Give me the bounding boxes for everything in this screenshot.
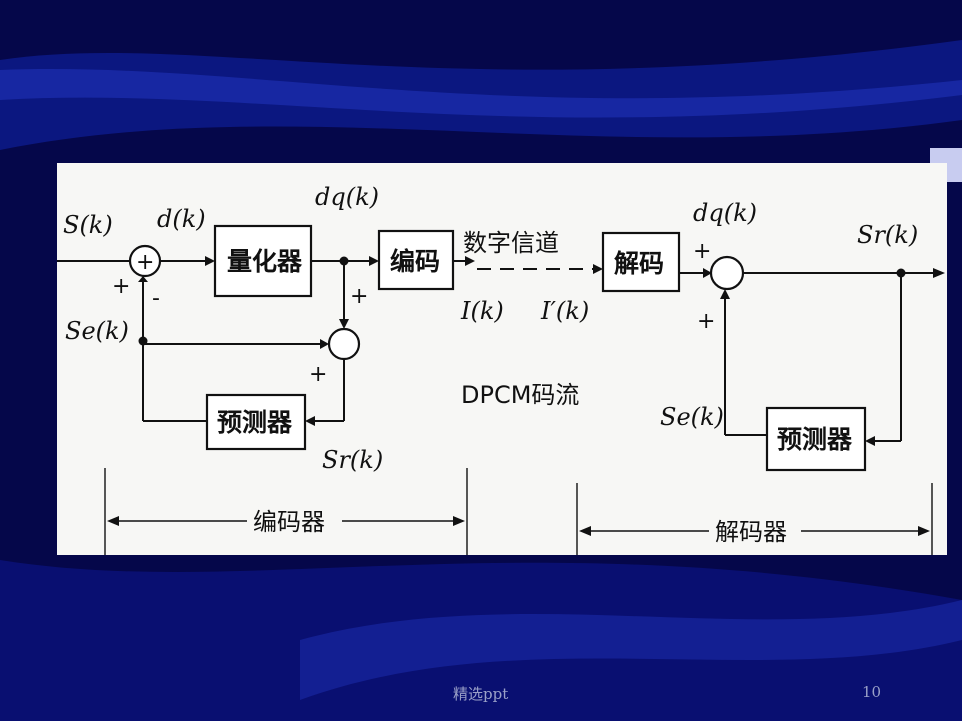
encoder-block bbox=[377, 229, 455, 291]
decoder-predictor-label: 预测器 bbox=[777, 425, 853, 454]
diff-arrow bbox=[205, 256, 215, 266]
dq-to-adder-arrow bbox=[339, 319, 349, 329]
footer-text: 精选ppt bbox=[453, 685, 509, 703]
page-number: 10 bbox=[862, 683, 882, 701]
adder-left-plus: + bbox=[309, 362, 327, 387]
quantizer-block bbox=[213, 224, 313, 298]
dpcm-diagram-figure: + 量化器 编码 + + - bbox=[57, 163, 947, 555]
subtractor-minus: - bbox=[152, 286, 160, 311]
sr-to-predictor-arrow bbox=[305, 416, 315, 426]
se-decoder-label: Se(k) bbox=[660, 403, 724, 431]
digital-channel-label: 数字信道 bbox=[463, 229, 559, 257]
quantized-arrow bbox=[369, 256, 379, 266]
decoder-top-plus: + bbox=[693, 239, 711, 264]
difference-label: d(k) bbox=[157, 205, 206, 233]
dpcm-block-diagram: + 量化器 编码 + + - bbox=[57, 183, 945, 555]
input-plus-sign: + bbox=[112, 274, 130, 299]
output-signal-label: Sr(k) bbox=[857, 221, 918, 249]
code-out-label: I(k) bbox=[460, 297, 504, 325]
se-to-subtractor-arrow bbox=[138, 276, 148, 282]
adder-top-plus: + bbox=[350, 284, 368, 309]
dq-encoder-label: dq(k) bbox=[315, 183, 379, 211]
code-in-label: I′(k) bbox=[540, 297, 589, 325]
decoder-label: 解码 bbox=[614, 249, 664, 278]
encoder-adder-junction bbox=[327, 327, 361, 361]
decoder-block bbox=[601, 231, 681, 293]
output-arrow bbox=[933, 268, 945, 278]
encoder-out-arrow bbox=[465, 256, 475, 266]
junction-plus-sign: + bbox=[136, 250, 154, 275]
encoder-section-label: 编码器 bbox=[253, 508, 325, 536]
encoder-span-left-arrow bbox=[107, 516, 119, 526]
encoder-label: 编码 bbox=[390, 247, 440, 276]
decoder-section-label: 解码器 bbox=[715, 518, 787, 546]
encoder-span-right-arrow bbox=[453, 516, 465, 526]
quantizer-label: 量化器 bbox=[227, 247, 303, 276]
decoder-span-right-arrow bbox=[918, 526, 930, 536]
se-to-adder-arrow bbox=[320, 339, 329, 349]
se-encoder-label: Se(k) bbox=[65, 317, 129, 345]
channel-arrow bbox=[593, 264, 603, 274]
decoder-out-arrow bbox=[703, 268, 712, 278]
decoder-span-left-arrow bbox=[579, 526, 591, 536]
decoder-predictor-block bbox=[765, 406, 867, 472]
input-signal-label: S(k) bbox=[63, 211, 113, 239]
dpcm-stream-label: DPCM码流 bbox=[461, 381, 579, 409]
decoder-bottom-plus: + bbox=[697, 309, 715, 334]
encoder-predictor-label: 预测器 bbox=[217, 408, 293, 437]
decoder-predictor-arrow bbox=[720, 289, 730, 299]
decoder-adder-junction bbox=[709, 255, 745, 291]
dq-decoder-label: dq(k) bbox=[693, 199, 757, 227]
output-feedback-arrow bbox=[865, 436, 875, 446]
sr-encoder-label: Sr(k) bbox=[322, 446, 383, 474]
